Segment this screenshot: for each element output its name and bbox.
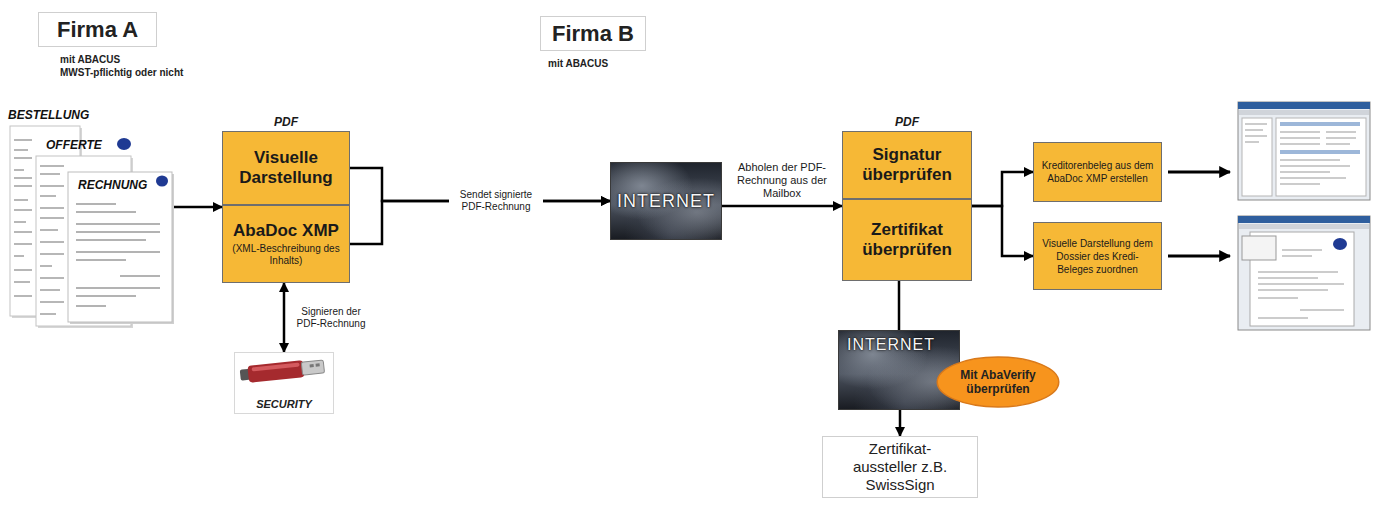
usb-stick [310, 364, 314, 367]
network-label: INTERNET [847, 336, 935, 354]
edge-label: Signieren der PDF-Rechnung [291, 305, 371, 331]
company-note: MWST-pflichtig oder nicht [60, 67, 183, 79]
internet-cloud: INTERNET [610, 162, 722, 240]
flow-arrow [1168, 172, 1230, 256]
usb-stick [301, 360, 324, 375]
company-note: mit ABACUS [548, 58, 608, 70]
flow-arrow [972, 206, 1033, 256]
format-heading: PDF [842, 113, 972, 131]
usb-stick [252, 362, 300, 371]
pdf-document: PDF Visuelle DarstellungAbaDoc XMP(XML-Be… [222, 113, 350, 283]
document-type: OFFERTE [46, 138, 174, 153]
document-pages [40, 166, 64, 314]
task-box: Kreditorenbeleg aus dem AbaDoc XMP erste… [1033, 142, 1162, 202]
document-pages [156, 176, 168, 187]
flow-arrow [350, 168, 610, 201]
document-pages [10, 126, 174, 328]
company-name: Firma A [57, 16, 138, 43]
task-text: Kreditorenbeleg aus dem AbaDoc XMP erste… [1040, 159, 1155, 185]
screenshot [1238, 102, 1370, 200]
flow-arrow [1168, 255, 1230, 258]
pdf-document: PDF Signatur überprüfenZertifikat überprü… [842, 113, 972, 281]
ellipse-outline [937, 357, 1059, 407]
screenshot [1238, 216, 1370, 330]
process-text: Visuelle Darstellung [227, 148, 345, 187]
screenshot [1242, 236, 1276, 260]
authority-text: Zertifikat-aussteller z.B. SwissSign [841, 440, 959, 494]
security-token: SECURITY [234, 352, 334, 414]
screenshot [1333, 238, 1347, 250]
flow-arrow [1168, 171, 1230, 174]
usb-stick [239, 358, 324, 384]
flow-arrow [350, 201, 610, 244]
flow-arrow [899, 410, 902, 436]
screenshot [1239, 224, 1369, 229]
process-box: AbaDoc XMP(XML-Beschreibung des Inhalts) [222, 205, 350, 283]
usb-stick [247, 360, 304, 383]
process-box: Signatur überprüfen [842, 131, 972, 199]
screenshot [1280, 150, 1360, 154]
verify-text: Mit AbaVerify überprüfen [949, 368, 1047, 396]
usb-stick [316, 363, 320, 366]
company-box: Firma A [38, 12, 157, 47]
screenshot [1258, 250, 1344, 318]
screenshot [1280, 122, 1360, 126]
document-pages [14, 140, 32, 296]
screenshot [1238, 102, 1370, 109]
document-pages [76, 204, 160, 306]
document-pages [68, 172, 172, 322]
process-text: (XML-Beschreibung des Inhalts) [227, 243, 345, 267]
company-box: Firma B [540, 16, 646, 51]
document-stack: BESTELLUNG OFFERTE RECHNUNG [6, 98, 174, 330]
edge-label: Abholen der PDF-Rechnung aus der Mailbox [731, 160, 833, 201]
company-note: mit ABACUS [60, 54, 120, 66]
task-box: Visuelle Darstellung dem Dossier des Kre… [1033, 222, 1162, 290]
flow-arrow [898, 281, 901, 330]
document-type: RECHNUNG [78, 178, 174, 193]
internet-cloud: INTERNET [838, 330, 960, 410]
document-pages [117, 138, 131, 150]
flow-arrow [283, 283, 286, 352]
screenshot [1238, 216, 1370, 223]
company-name: Firma B [552, 20, 634, 47]
network-label: INTERNET [617, 191, 715, 212]
process-box: Zertifikat überprüfen [842, 199, 972, 281]
document-type: BESTELLUNG [8, 108, 174, 123]
process-text: AbaDoc XMP [233, 221, 339, 241]
screenshot [1239, 110, 1369, 115]
edge-label: Sendet signierte PDF-Rechnung [449, 188, 543, 214]
process-text: Signatur überprüfen [847, 145, 967, 184]
verify-ellipse: Mit AbaVerify überprüfen [936, 356, 1060, 408]
token-label: SECURITY [256, 398, 312, 410]
process-text: Zertifikat überprüfen [847, 220, 967, 259]
certificate-authority: Zertifikat-aussteller z.B. SwissSign [822, 436, 978, 498]
screenshot [1238, 216, 1370, 330]
process-box: Visuelle Darstellung [222, 131, 350, 205]
screenshot [1238, 102, 1370, 200]
task-text: Visuelle Darstellung dem Dossier des Kre… [1040, 237, 1155, 276]
flow-arrow [174, 206, 222, 209]
format-heading: PDF [222, 113, 350, 131]
flow-arrow [972, 172, 1033, 206]
connector-group [174, 168, 1033, 436]
screenshot [1245, 124, 1356, 184]
flow-arrow [722, 205, 842, 208]
